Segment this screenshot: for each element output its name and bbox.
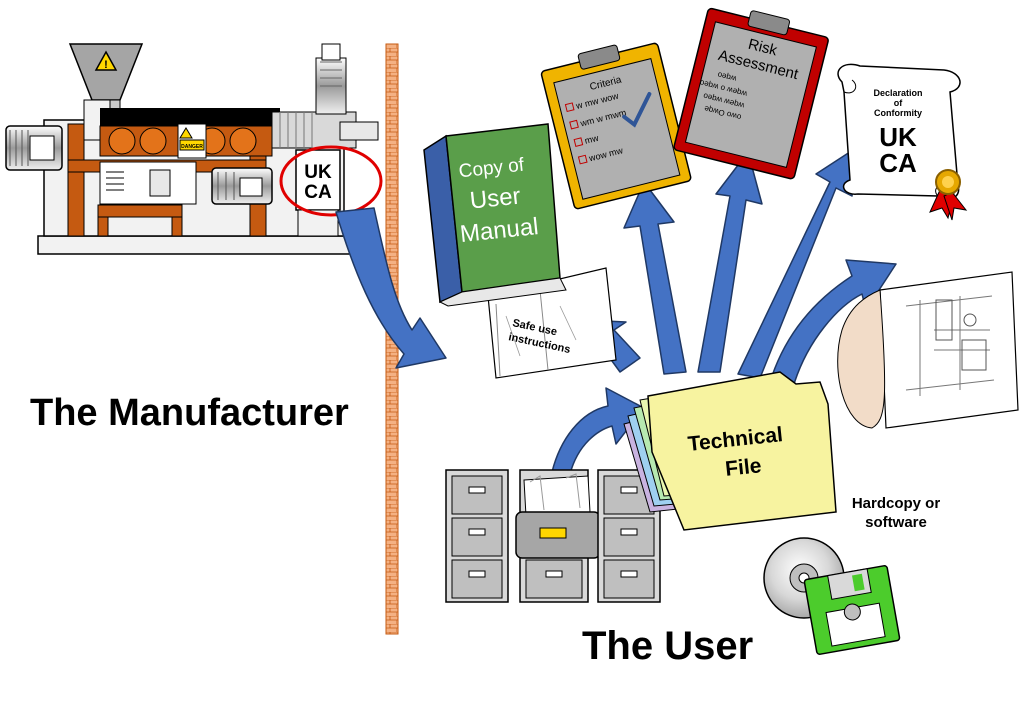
cabinet-left — [445, 469, 509, 603]
check-mark-icon — [622, 92, 652, 128]
technical-drawing-roll — [837, 271, 1019, 429]
risk-line1: Risk — [746, 36, 779, 60]
technical-file-folder: Technical File — [623, 371, 837, 531]
danger-sign-text: DANGER — [181, 144, 203, 150]
user-label: The User — [582, 624, 754, 668]
arrows — [335, 147, 897, 475]
filing-cabinets — [445, 469, 661, 603]
rosette-seal-icon — [929, 169, 968, 221]
declaration-scroll: Declaration of Conformity UK CA — [837, 63, 961, 201]
criteria-item-3: mw — [584, 133, 600, 146]
machine-ukca-line2: CA — [304, 182, 332, 203]
declaration-ukca-line1: UK — [879, 122, 917, 152]
arrow-file-to-criteria — [623, 181, 687, 375]
machine-ukca-line1: UK — [304, 162, 332, 183]
declaration-line1: Declaration — [873, 88, 922, 98]
arrow-file-to-risk — [697, 151, 763, 373]
technical-file-line2: File — [724, 454, 762, 481]
declaration-ukca-line2: CA — [879, 148, 917, 178]
risk-assessment-clipboard: Risk Assessment wqeo wqew o wqeo wqew wq… — [673, 7, 829, 180]
user-manual-book: Copy of User Manual — [423, 123, 567, 307]
declaration-line2: of — [894, 98, 903, 108]
declaration-line3: Conformity — [874, 108, 922, 118]
arrow-file-to-drawing — [771, 259, 897, 385]
floppy-disk-icon — [803, 565, 901, 655]
extruder-machine: ! DANGER UK CA — [5, 43, 379, 255]
arrow-machine-to-manual — [335, 207, 447, 369]
svg-text:!: ! — [104, 59, 108, 71]
manual-line2: User — [469, 182, 522, 214]
criteria-clipboard: Criteria w mw wow wm w mwm mw wow mw — [540, 42, 692, 210]
cabinet-middle — [515, 469, 601, 603]
media-label: Hardcopy or software — [851, 495, 941, 531]
ukca-highlight-circle — [279, 145, 383, 217]
manufacturer-label: The Manufacturer — [30, 392, 349, 434]
